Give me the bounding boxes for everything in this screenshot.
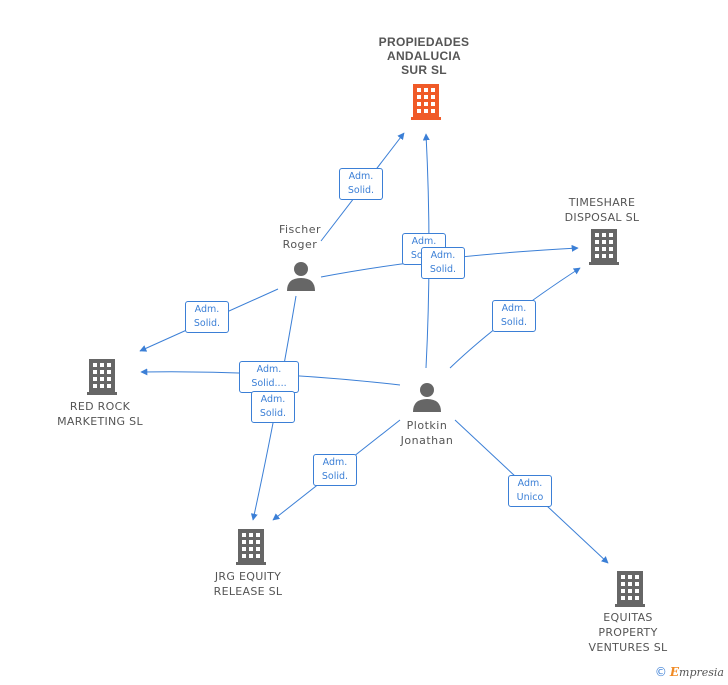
company-label-timeshare[interactable]: TIMESHARE DISPOSAL SL bbox=[564, 196, 640, 224]
company-label-propiedades[interactable]: PROPIEDADES ANDALUCIA SUR SL bbox=[378, 35, 470, 77]
relation-role: Solid. bbox=[500, 317, 528, 328]
relation-type: Adm. bbox=[256, 364, 282, 375]
company-label-equitas[interactable]: EQUITAS PROPERTY VENTURES SL bbox=[588, 611, 668, 654]
person-icon[interactable] bbox=[286, 261, 316, 291]
relation-badge[interactable]: Adm. Unico bbox=[508, 475, 552, 507]
relation-badge[interactable]: Adm. Solid. bbox=[251, 391, 295, 423]
company-label-redrock[interactable]: RED ROCK MARKETING SL bbox=[57, 400, 143, 428]
relation-type: Adm. bbox=[501, 303, 527, 314]
relation-badge[interactable]: Adm. Solid. bbox=[313, 454, 357, 486]
relation-role: Solid. bbox=[193, 318, 221, 329]
building-icon[interactable] bbox=[236, 529, 268, 565]
copyright-brand: ©Empresia bbox=[655, 665, 724, 679]
relation-badge[interactable]: Adm. Solid. bbox=[339, 168, 383, 200]
relation-role: Solid. bbox=[347, 185, 375, 196]
person-label-fischer[interactable]: Fischer Roger bbox=[278, 223, 322, 251]
brand-name: mpresia bbox=[679, 666, 724, 679]
relation-type: Adm. bbox=[322, 457, 348, 468]
relation-badge[interactable]: Adm. Solid. bbox=[492, 300, 536, 332]
relation-badge[interactable]: Adm. Solid.... bbox=[239, 361, 299, 393]
person-label-plotkin[interactable]: Plotkin Jonathan bbox=[400, 419, 454, 447]
building-icon[interactable] bbox=[87, 359, 119, 395]
relation-role: Unico bbox=[516, 492, 544, 503]
brand-initial: E bbox=[669, 665, 680, 679]
building-icon[interactable] bbox=[589, 229, 621, 265]
copyright-icon: © bbox=[654, 665, 667, 679]
relation-type: Adm. bbox=[430, 250, 456, 261]
relation-role: Solid. bbox=[429, 264, 457, 275]
relation-role: Solid. bbox=[321, 471, 349, 482]
relation-badge[interactable]: Adm. Solid. bbox=[421, 247, 465, 279]
relation-type: Adm. bbox=[348, 171, 374, 182]
relation-type: Adm. bbox=[517, 478, 543, 489]
relation-type: Adm. bbox=[411, 236, 437, 247]
relation-role: Solid. bbox=[259, 408, 287, 419]
building-icon[interactable] bbox=[615, 571, 647, 607]
relation-type: Adm. bbox=[260, 394, 286, 405]
building-icon[interactable] bbox=[411, 84, 443, 120]
relation-type: Adm. bbox=[194, 304, 220, 315]
relation-role: Solid.... bbox=[251, 378, 287, 389]
person-icon[interactable] bbox=[412, 382, 442, 412]
relation-badge[interactable]: Adm. Solid. bbox=[185, 301, 229, 333]
company-label-jrg[interactable]: JRG EQUITY RELEASE SL bbox=[213, 570, 283, 598]
